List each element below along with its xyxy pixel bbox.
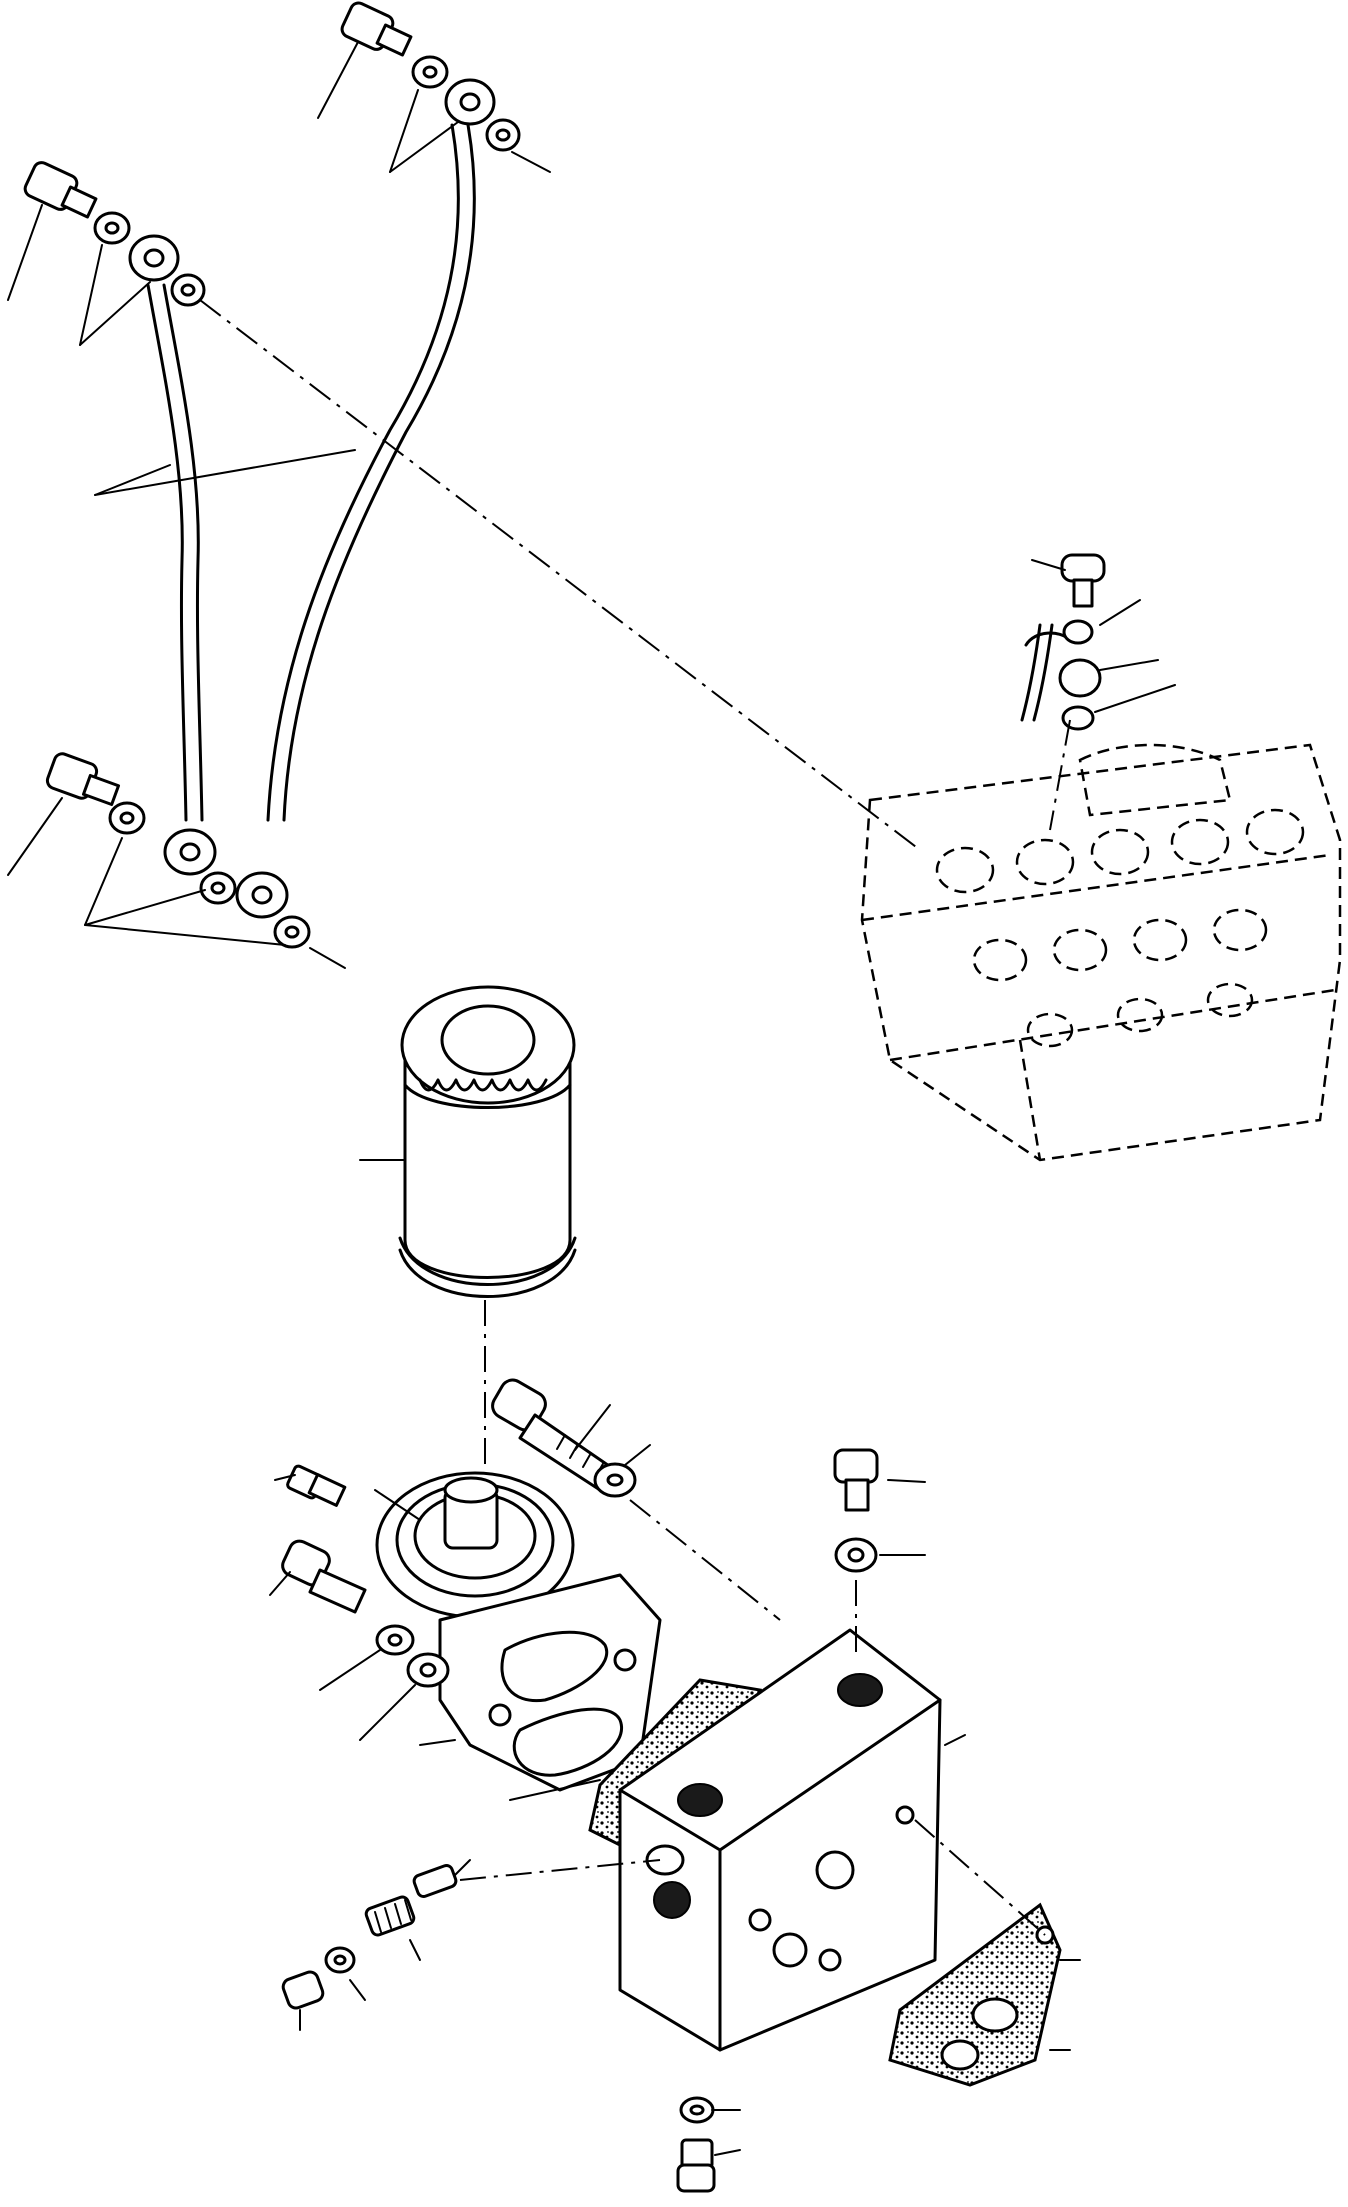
washer-icon [406, 1652, 450, 1688]
sensor-switch [274, 1464, 347, 1507]
filter-block [618, 1628, 966, 2052]
oil-tube-assembly [7, 1, 551, 969]
banjo-fitting-icon [163, 828, 217, 876]
long-bolt [491, 1378, 651, 1498]
washer-icon [273, 915, 311, 949]
banjo-fitting-icon [128, 234, 180, 282]
washer-icon [375, 1624, 415, 1656]
washer-icon [485, 118, 521, 152]
banjo-fitting-icon [444, 78, 496, 126]
assembly-centerline [199, 299, 921, 851]
drain-plug-top [833, 1448, 926, 1660]
washer-icon [411, 55, 449, 89]
head-oil-pipe-fitting [1020, 553, 1176, 831]
washer-icon [108, 801, 146, 835]
banjo-fitting-icon [235, 871, 289, 919]
drain-plug-bottom [676, 2096, 741, 2193]
washer-icon [170, 273, 206, 307]
relief-valve-parts [281, 1859, 661, 2031]
cylinder-head [860, 743, 1342, 1162]
washer-icon [199, 871, 237, 905]
banjo-bolt-lower [45, 752, 121, 807]
bolt [269, 1539, 367, 1614]
washer-icon [93, 211, 131, 245]
filter-head [375, 1471, 662, 1792]
block-side-gasket [888, 1902, 1062, 2087]
banjo-bolt-top-left [23, 161, 98, 219]
oil-filter-cartridge [359, 985, 577, 1298]
banjo-bolt-top-right [340, 1, 413, 57]
